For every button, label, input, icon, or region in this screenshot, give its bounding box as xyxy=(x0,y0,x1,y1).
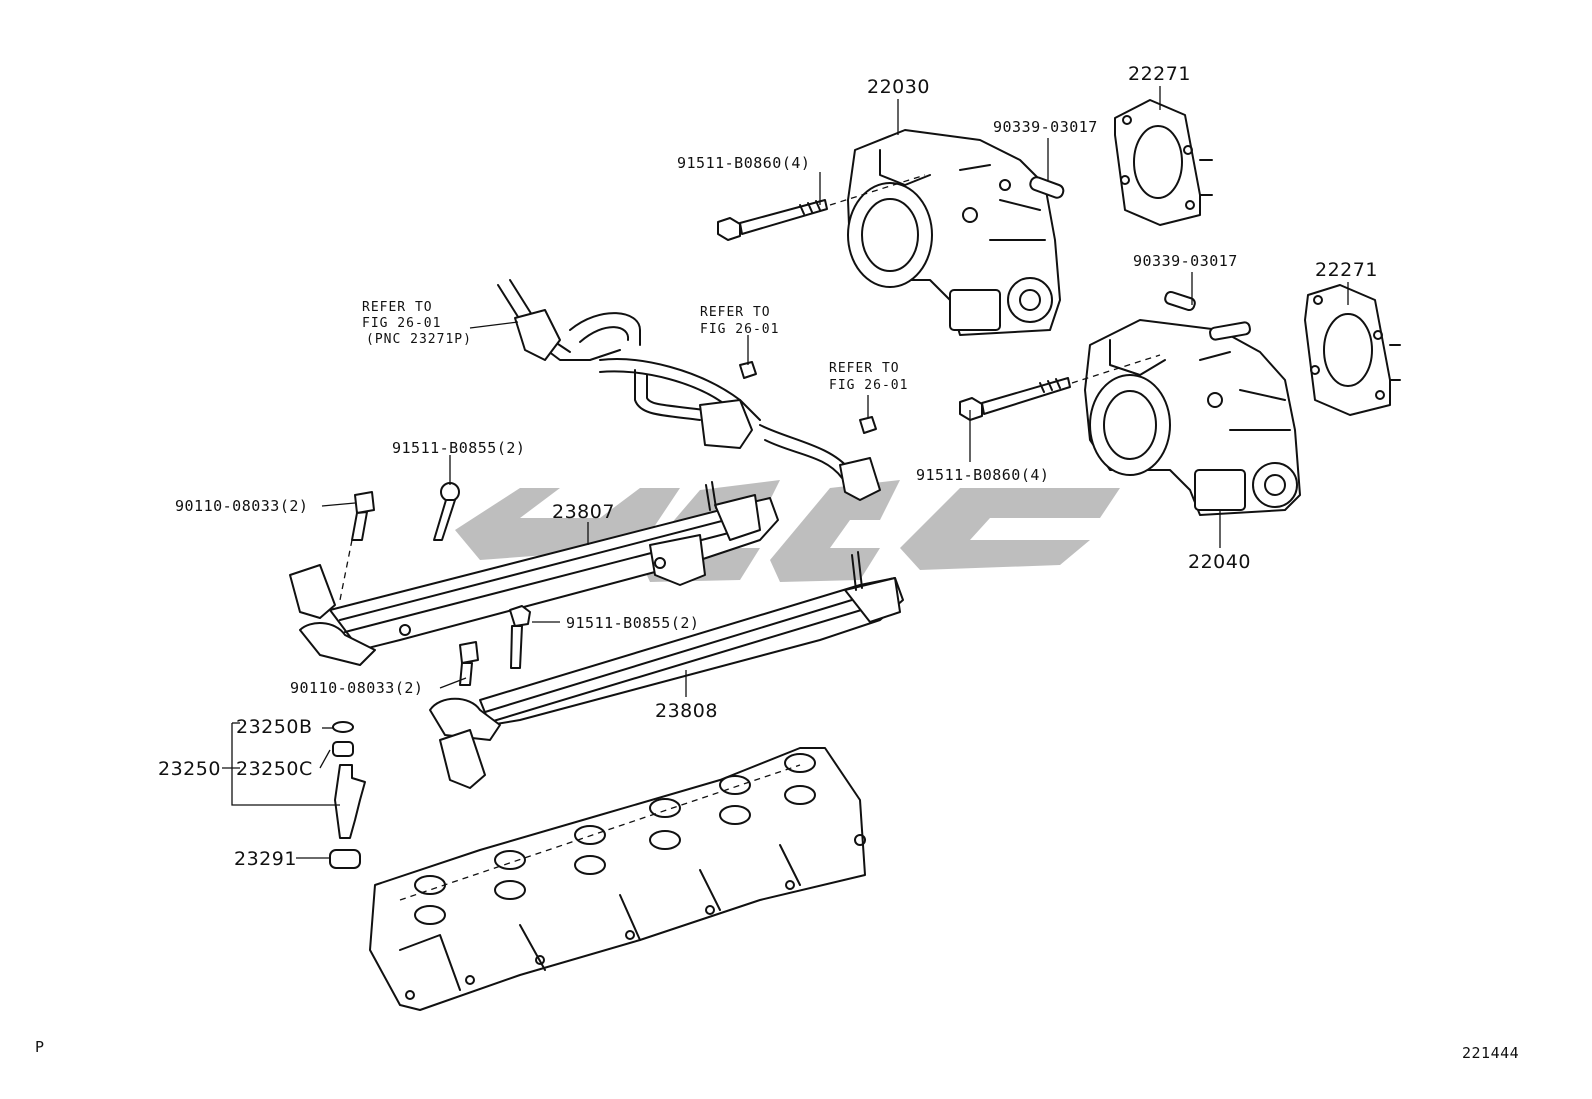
label-injector-seal-b: 23250B xyxy=(236,716,312,738)
label-pin-lower: 90339-03017 xyxy=(1133,252,1238,270)
stud-bolt-lower xyxy=(459,641,479,686)
refer-note-2-line1: REFER TO xyxy=(700,305,771,320)
bolt-throttle-lower xyxy=(959,354,1161,421)
label-stud-bolt-upper: 90110-08033(2) xyxy=(175,497,308,515)
label-stud-bolt-lower: 90110-08033(2) xyxy=(290,679,423,697)
throttle-body-lower xyxy=(1084,290,1301,516)
label-gasket-upper: 22271 xyxy=(1128,63,1191,85)
refer-note-1-line1: REFER TO xyxy=(362,300,433,315)
label-fuel-rail-upper: 23807 xyxy=(552,501,615,523)
fuel-rail-upper xyxy=(289,481,779,666)
bolt-throttle-upper xyxy=(717,174,926,241)
fuel-rail-lower xyxy=(429,551,904,789)
intake-manifold xyxy=(369,747,866,1011)
label-gasket-lower: 22271 xyxy=(1315,259,1378,281)
label-injector-assy: 23250 xyxy=(158,758,221,780)
label-fuel-rail-lower: 23808 xyxy=(655,700,718,722)
refer-note-3-line2: FIG 26-01 xyxy=(829,378,908,393)
gasket-lower xyxy=(1304,284,1401,416)
bolt-rail-lower xyxy=(509,605,531,669)
injector-assy xyxy=(329,721,366,869)
bolt-rail-upper xyxy=(433,482,460,541)
label-pin-upper: 90339-03017 xyxy=(993,118,1098,136)
label-insulator: 23291 xyxy=(234,848,297,870)
label-bolt-rail-upper: 91511-B0855(2) xyxy=(392,439,525,457)
label-throttle-body-upper: 22030 xyxy=(867,76,930,98)
corner-mark: P xyxy=(35,1038,45,1056)
fuel-pipe-assembly xyxy=(497,279,881,501)
stud-bolt-upper xyxy=(339,491,375,601)
label-bolt-throttle-upper: 91511-B0860(4) xyxy=(677,154,810,172)
diagram-code: 221444 xyxy=(1462,1044,1519,1062)
refer-note-3-line1: REFER TO xyxy=(829,361,900,376)
label-bolt-throttle-lower: 91511-B0860(4) xyxy=(916,466,1049,484)
refer-note-1-line3: (PNC 23271P) xyxy=(366,332,472,347)
leader-lines xyxy=(222,86,1349,859)
label-injector-seal-c: 23250C xyxy=(236,758,313,780)
pin-upper xyxy=(1029,176,1065,199)
label-throttle-body-lower: 22040 xyxy=(1188,551,1251,573)
gasket-upper xyxy=(1114,99,1213,226)
refer-note-2-line2: FIG 26-01 xyxy=(700,322,779,337)
throttle-body-upper xyxy=(847,129,1061,336)
refer-note-1-line2: FIG 26-01 xyxy=(362,316,441,331)
label-bolt-rail-lower: 91511-B0855(2) xyxy=(566,614,699,632)
